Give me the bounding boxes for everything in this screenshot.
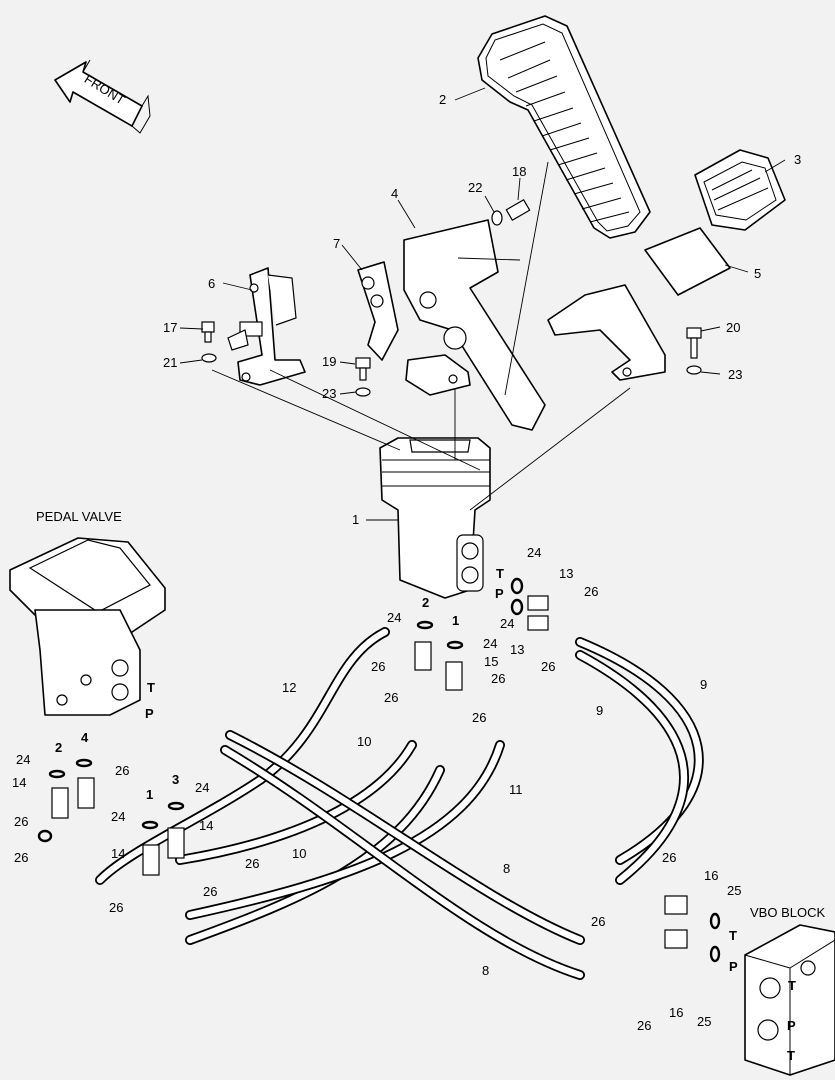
callout-c8a: 8 (503, 861, 510, 876)
port-label-pP3: P (729, 959, 738, 974)
pedal-base (405, 354, 471, 396)
callout-c26c: 26 (371, 659, 385, 674)
callout-c23a: 23 (322, 386, 336, 401)
callout-c26g: 26 (115, 763, 129, 778)
callout-c5: 5 (754, 266, 761, 281)
callout-c4: 4 (391, 186, 398, 201)
callout-c15: 15 (484, 654, 498, 669)
callout-c24b: 24 (500, 616, 514, 631)
callout-c26l: 26 (109, 900, 123, 915)
callout-c26e: 26 (384, 690, 398, 705)
callout-c24c: 24 (387, 610, 401, 625)
vbo-block-title: VBO BLOCK (750, 905, 825, 920)
callout-c16a: 16 (704, 868, 718, 883)
port-label-pvT2: T (787, 1048, 795, 1063)
pedal-3 (694, 149, 786, 231)
port-label-p4: 4 (81, 730, 89, 745)
port-label-p3: 3 (172, 772, 179, 787)
callout-c10a: 10 (357, 734, 371, 749)
port-label-pT2: T (147, 680, 155, 695)
port-label-pP1: P (495, 586, 504, 601)
callout-c18: 18 (512, 164, 526, 179)
callout-c24e: 24 (16, 752, 30, 767)
fittings (37, 577, 721, 963)
port-label-p2a: 2 (422, 595, 429, 610)
port-label-pvT1: T (788, 978, 796, 993)
callout-c21: 21 (163, 355, 177, 370)
callout-c2: 2 (439, 92, 446, 107)
callout-c3: 3 (794, 152, 801, 167)
callout-c9a: 9 (700, 677, 707, 692)
front-direction-arrow: FRONT (54, 59, 151, 134)
port-label-pP2: P (145, 706, 154, 721)
callout-c26j: 26 (245, 856, 259, 871)
callout-c24g: 24 (111, 809, 125, 824)
callout-c14b: 14 (199, 818, 213, 833)
callout-c26b: 26 (541, 659, 555, 674)
callout-c26f: 26 (472, 710, 486, 725)
hardware-bolts-washers (201, 198, 702, 397)
callout-c19: 19 (322, 354, 336, 369)
callout-c11: 11 (509, 782, 523, 797)
port-label-p2b: 2 (55, 740, 62, 755)
callout-c20: 20 (726, 320, 740, 335)
callout-c25a: 25 (727, 883, 741, 898)
callout-c10b: 10 (292, 846, 306, 861)
port-label-p1b: 1 (146, 787, 153, 802)
callout-c23b: 23 (728, 367, 742, 382)
port-label-p1a: 1 (452, 613, 459, 628)
vbo-block (744, 924, 835, 1076)
callout-c8b: 8 (482, 963, 489, 978)
callout-c24f: 24 (195, 780, 209, 795)
callout-c26i: 26 (14, 850, 28, 865)
callout-c13a: 13 (559, 566, 573, 581)
callout-c1: 1 (352, 512, 359, 527)
callout-c9b: 9 (596, 703, 603, 718)
port-label-pvP: P (787, 1018, 796, 1033)
callout-c13b: 13 (510, 642, 524, 657)
callout-c26a: 26 (584, 584, 598, 599)
callout-c26m: 26 (662, 850, 676, 865)
callout-c6: 6 (208, 276, 215, 291)
callout-c25b: 25 (697, 1014, 711, 1029)
callout-c22: 22 (468, 180, 482, 195)
callout-c26d: 26 (491, 671, 505, 686)
callout-labels: PEDAL VALVE VBO BLOCK 234567171819202122… (12, 92, 825, 1063)
port-label-pT3: T (729, 928, 737, 943)
bracket-6 (227, 267, 306, 386)
callout-c24d: 24 (483, 636, 497, 651)
callout-c14c: 14 (111, 846, 125, 861)
callout-c14a: 14 (12, 775, 26, 790)
callout-c26k: 26 (203, 884, 217, 899)
pedal-valve-1 (379, 437, 491, 599)
callout-c26o: 26 (637, 1018, 651, 1033)
callout-c26n: 26 (591, 914, 605, 929)
callout-c7: 7 (333, 236, 340, 251)
pedal-valve-title: PEDAL VALVE (36, 509, 122, 524)
pedal-2 (403, 15, 651, 431)
callout-c16b: 16 (669, 1005, 683, 1020)
callout-c24a: 24 (527, 545, 541, 560)
hoses (95, 627, 704, 980)
callout-c26h: 26 (14, 814, 28, 829)
link-7 (357, 261, 399, 361)
bracket-5 (547, 227, 731, 381)
leader-lines (179, 87, 786, 521)
port-label-pT1: T (496, 566, 504, 581)
callout-c17: 17 (163, 320, 177, 335)
callout-c12: 12 (282, 680, 296, 695)
pedal-valve-left (9, 537, 166, 716)
